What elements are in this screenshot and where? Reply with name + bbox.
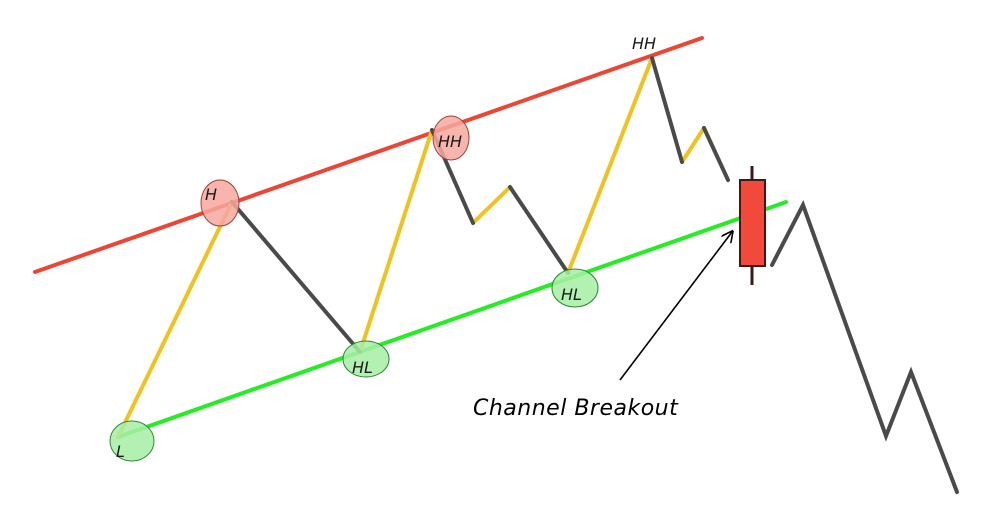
channel-breakout-label: Channel Breakout <box>473 396 679 421</box>
impulse-leg-2 <box>358 128 434 354</box>
higher-low-label-2: HL <box>561 285 582 304</box>
higher-low-marker-2 <box>551 268 599 308</box>
correction-leg-3 <box>508 185 570 275</box>
correction-leg-4 <box>650 56 684 164</box>
low-label: L <box>116 442 125 461</box>
swing-point-markers <box>109 115 599 462</box>
higher-high-label-2: HH <box>632 34 656 53</box>
candle-body <box>739 179 766 267</box>
correction-leg-5 <box>702 126 730 182</box>
impulse-legs <box>116 56 706 439</box>
higher-high-marker-1 <box>432 115 470 161</box>
candlestick-icon <box>739 166 766 285</box>
higher-low-label-1: HL <box>352 358 373 377</box>
support-channel-line <box>116 200 788 439</box>
high-marker <box>200 179 240 227</box>
post-breakout-path <box>770 200 959 494</box>
resistance-channel-line <box>33 36 704 274</box>
arrow-icon <box>619 232 732 381</box>
higher-high-label-1: HH <box>438 132 462 151</box>
higher-low-marker-1 <box>342 340 390 378</box>
impulse-leg-4 <box>566 56 654 275</box>
high-label: H <box>205 185 217 204</box>
impulse-leg-3 <box>471 185 512 225</box>
impulse-leg-1 <box>116 200 234 439</box>
impulse-leg-5 <box>680 126 706 164</box>
low-marker <box>109 420 155 462</box>
correction-leg-1 <box>230 200 362 354</box>
correction-legs <box>230 56 959 494</box>
